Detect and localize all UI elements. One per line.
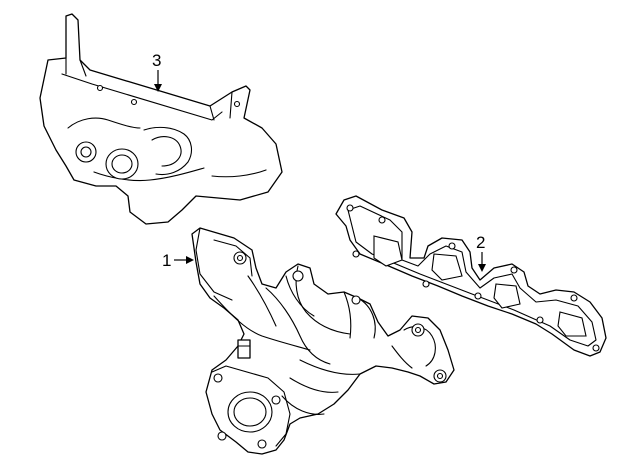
callout-2[interactable]: 2 [476,233,486,272]
heat-shield-part[interactable] [39,13,283,225]
callout-2-arrow-icon [478,264,486,272]
callout-1[interactable]: 1 [162,251,194,270]
callout-3[interactable]: 3 [152,51,162,92]
gasket-part[interactable] [335,195,607,357]
callout-1-label: 1 [162,251,171,270]
callout-1-arrow-icon [186,256,194,264]
callout-3-arrow-icon [154,84,162,92]
callout-3-label: 3 [152,51,161,70]
callout-2-label: 2 [476,233,485,252]
manifold-part[interactable] [191,227,455,455]
